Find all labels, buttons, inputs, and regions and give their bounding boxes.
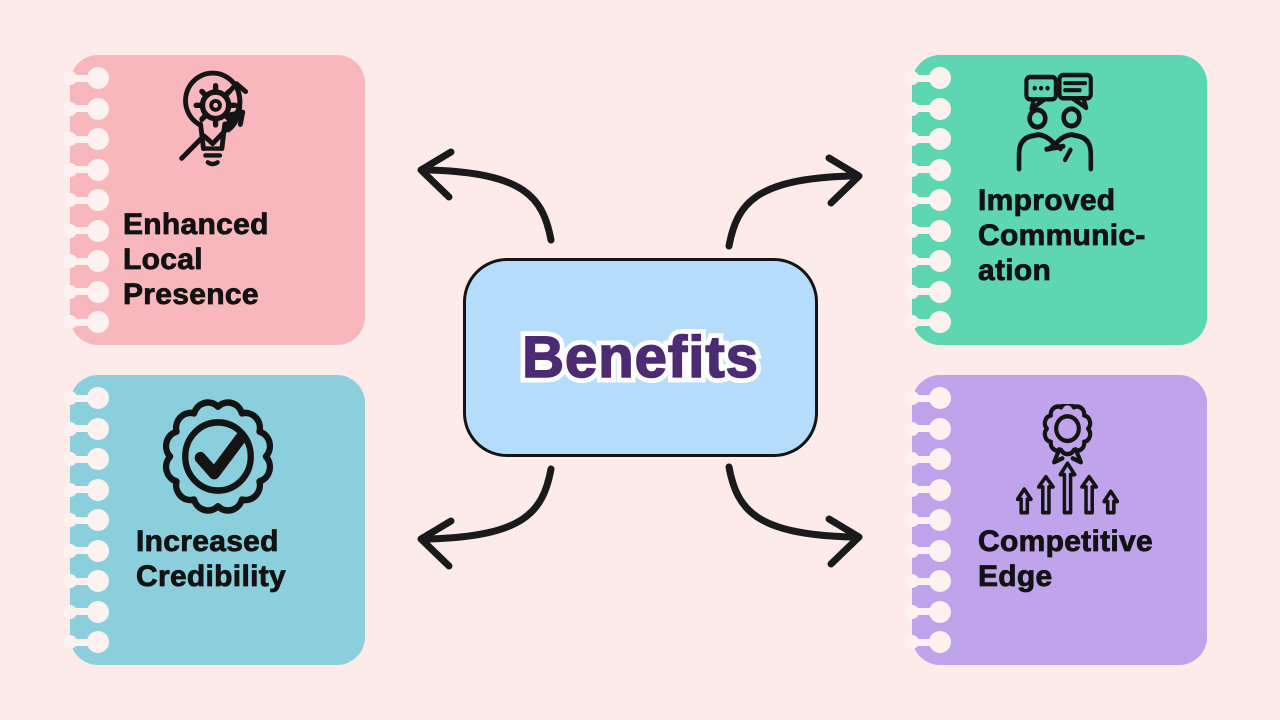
card-increased-credibility: Increased Credibility: [63, 375, 365, 665]
punch-hole: [905, 600, 951, 623]
title-line: Improved: [978, 184, 1116, 218]
punch-hole: [905, 417, 951, 440]
punch-hole: [905, 448, 951, 470]
punch-hole: [905, 478, 951, 501]
punch-hole: [63, 280, 109, 303]
title-line: Communic-: [978, 219, 1146, 253]
punch-hole: [905, 570, 951, 592]
punch-hole: [905, 311, 951, 333]
punch-hole: [63, 219, 109, 242]
arrow-to-bottom-right: [725, 463, 863, 568]
punch-hole: [905, 250, 951, 272]
punch-hole: [63, 448, 109, 470]
punch-hole: [63, 67, 109, 89]
punch-hole: [63, 250, 109, 272]
card-improved-communication: Improved Communic- ation: [905, 55, 1207, 345]
punch-hole: [905, 387, 951, 409]
card-title: Improved Communic- ation: [978, 183, 1146, 288]
title-line: Edge: [978, 560, 1053, 594]
punch-hole: [63, 158, 109, 181]
arrow-to-top-left: [417, 148, 555, 244]
punch-hole: [905, 280, 951, 303]
punch-hole: [63, 509, 109, 531]
arrow-to-bottom-left: [417, 465, 555, 570]
title-line: Enhanced: [123, 208, 269, 242]
punch-hole: [63, 417, 109, 440]
punch-hole: [905, 97, 951, 120]
notebook-holes: [905, 67, 951, 333]
title-line: Presence: [123, 278, 259, 312]
badge-check-icon: [155, 391, 281, 522]
benefits-title-text: Benefits: [521, 324, 759, 391]
punch-hole: [63, 539, 109, 562]
punch-hole: [905, 539, 951, 562]
punch-hole: [63, 97, 109, 120]
punch-hole: [905, 67, 951, 89]
title-line: Credibility: [136, 560, 286, 594]
title-line: Increased: [136, 525, 279, 559]
arrow-to-top-right: [725, 154, 863, 250]
notebook-holes: [63, 67, 109, 333]
card-title: Competitive Edge: [978, 524, 1154, 594]
title-line: Competitive: [978, 525, 1154, 559]
title-line: ation: [978, 254, 1052, 288]
notebook-holes: [63, 387, 109, 653]
punch-hole: [905, 128, 951, 150]
punch-hole: [63, 128, 109, 150]
punch-hole: [63, 387, 109, 409]
handshake-chat-icon: [1008, 71, 1100, 172]
punch-hole: [63, 631, 109, 653]
punch-hole: [63, 189, 109, 211]
idea-growth-icon: [170, 67, 267, 181]
punch-hole: [63, 600, 109, 623]
punch-hole: [905, 189, 951, 211]
punch-hole: [905, 158, 951, 181]
card-competitive-edge: Competitive Edge: [905, 375, 1207, 665]
punch-hole: [63, 478, 109, 501]
card-title: Enhanced Local Presence: [123, 207, 269, 312]
card-enhanced-local-presence: Enhanced Local Presence: [63, 55, 365, 345]
punch-hole: [905, 509, 951, 531]
title-line: Local: [123, 243, 203, 277]
benefits-title-outline: Benefits: [517, 320, 764, 396]
benefits-title: Benefits Benefits: [517, 320, 764, 396]
punch-hole: [905, 219, 951, 242]
punch-hole: [63, 311, 109, 333]
punch-hole: [63, 570, 109, 592]
punch-hole: [905, 631, 951, 653]
notebook-holes: [905, 387, 951, 653]
card-title: Increased Credibility: [136, 524, 286, 594]
benefits-center-node: Benefits Benefits: [463, 258, 818, 457]
award-arrows-icon: [1016, 404, 1119, 516]
